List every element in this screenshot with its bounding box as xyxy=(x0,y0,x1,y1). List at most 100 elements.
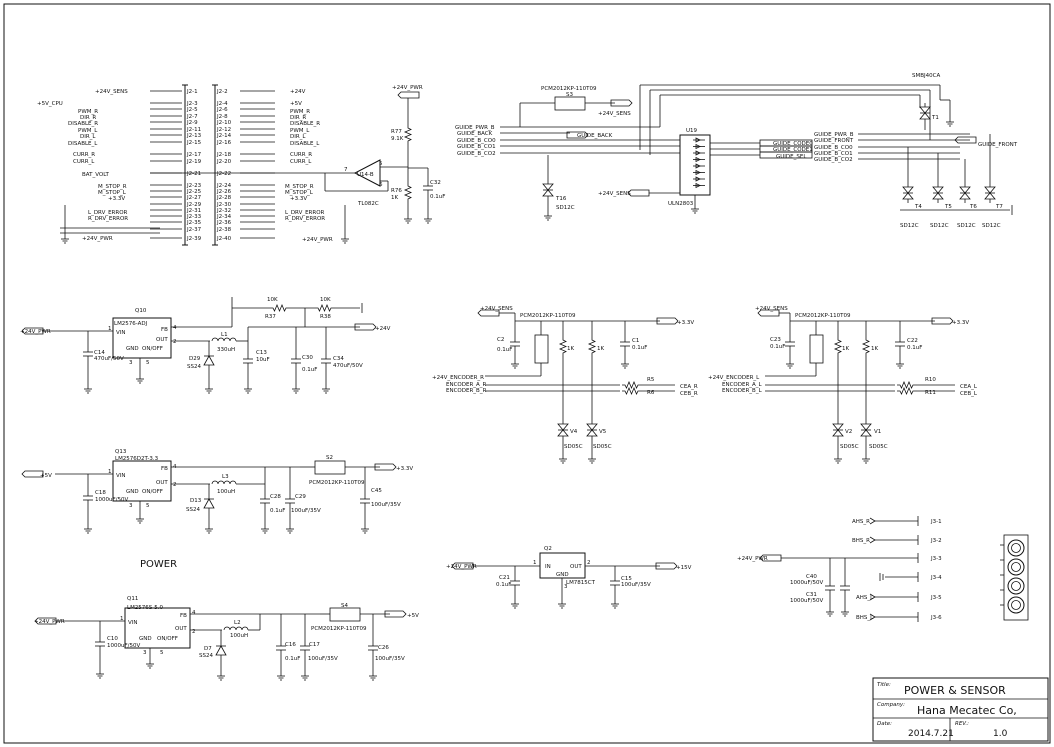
net-label: DIR_L xyxy=(80,134,96,140)
connector-pin-left: J2-31 xyxy=(186,208,201,214)
cap-value: 100uF/35V xyxy=(375,656,405,662)
tvs-part: SD12C xyxy=(957,223,976,229)
net-label: GUIDE_FRONT xyxy=(814,138,854,144)
net-label: ENCODER_A_R xyxy=(446,382,487,388)
pin-number: 2 xyxy=(173,482,177,488)
net-label: GUIDE_B_CO1 xyxy=(814,151,853,157)
net-label: M_STOP_R xyxy=(98,184,127,190)
cap-ref: C13 xyxy=(256,350,267,356)
cap-value: 0.1uF xyxy=(907,345,922,351)
tvs-part: SD05C xyxy=(593,444,612,450)
net-label: +24V_ENCODER_R xyxy=(432,375,484,381)
pin-label: OUT xyxy=(570,564,582,570)
net-label: GUIDE_PWR_B xyxy=(455,125,495,131)
regulator-24v: +24V_PWR Q10 LM2576-ADJ VIN FB OUT GND O… xyxy=(20,297,391,394)
net-label: M_STOP_L xyxy=(285,190,314,196)
net-label: +24V_SENS xyxy=(598,191,631,197)
resistor-value: 10K xyxy=(320,297,331,303)
tvs-ref: T7 xyxy=(995,204,1003,210)
connector-pin-right: J2-36 xyxy=(216,220,232,226)
cap-ref: C17 xyxy=(309,642,320,648)
resistor-value: 10K xyxy=(267,297,278,303)
connector-pin-right: J2-26 xyxy=(216,189,232,195)
pin-number: 1 xyxy=(108,469,112,475)
cap-value: 0.1uF xyxy=(497,347,512,353)
pin-label: GND xyxy=(126,346,139,352)
net-label: +24V_ENCODER_L xyxy=(708,375,760,381)
net-label: +24V_SENS xyxy=(95,89,128,95)
net-label: +24V_PWR xyxy=(302,237,333,243)
net-label: CURR_L xyxy=(73,159,95,165)
net-label: +24V_PWR xyxy=(737,556,768,562)
opamp-part: TL082C xyxy=(357,201,379,207)
net-label: ENCODER_B_R xyxy=(446,388,487,394)
resistor-value: 1K xyxy=(567,346,574,352)
pin-number: 2 xyxy=(192,629,196,635)
tvs-part: SD12C xyxy=(982,223,1001,229)
net-label: CEB_L xyxy=(960,391,978,397)
net-label: CURR_R xyxy=(73,152,95,158)
pin-number: 1 xyxy=(120,616,124,622)
uln-buffer xyxy=(695,182,701,189)
guide-sensor-circuit: S3 PCM2012KP-110T09 +24V_SENS GUIDE_PWR_… xyxy=(455,73,1018,229)
pin-label: VIN xyxy=(128,620,138,626)
connector-pin-right: J2-30 xyxy=(216,202,232,208)
net-label: CEA_R xyxy=(680,384,698,390)
tvs-ref: V1 xyxy=(874,429,881,435)
net-label: +24V xyxy=(375,326,391,332)
pin-number: 4 xyxy=(173,325,177,331)
connector-pin-right: J2-12 xyxy=(216,127,231,133)
regulator-ic xyxy=(539,552,586,579)
connector-pin-left: J2-23 xyxy=(186,183,202,189)
cap-ref: C1 xyxy=(632,338,639,344)
cap-value: 10uF xyxy=(256,357,270,363)
resistor-value: 1K xyxy=(597,346,604,352)
cap-value: 0.1uF xyxy=(632,345,647,351)
net-label: GUIDE_SEL xyxy=(776,154,807,160)
tvs-ref: T5 xyxy=(944,204,952,210)
inductor-ref: L1 xyxy=(221,332,228,338)
diode-part: SS24 xyxy=(199,653,213,659)
guide-input-labels: GUIDE_PWR_B GUIDE_BACK GUIDE_B_CO0 GUIDE… xyxy=(455,125,496,157)
pin-label: OUT xyxy=(156,480,168,486)
encoder-left-circuit: +24V_SENS +3.3V PCM2012KP-110T09 C23 0.1… xyxy=(708,306,978,464)
ferrite-part: PCM2012KP-110T09 xyxy=(311,626,367,632)
title-caption: Title: xyxy=(877,682,891,688)
net-label: AHS_R xyxy=(852,519,870,525)
net-label: GUIDE_CODE0 xyxy=(773,141,813,147)
net-label: +24V_PWR xyxy=(34,619,65,625)
net-label: L_DRV_ERROR xyxy=(88,210,128,216)
tvs-part: SD05C xyxy=(869,444,888,450)
connector-pin-left: J2-25 xyxy=(186,189,202,195)
pin-label: GND xyxy=(556,572,569,578)
connector-pin-right: J2-6 xyxy=(216,107,228,113)
tvs-ref: T6 xyxy=(969,204,977,210)
cap-value: 1000uF/50V xyxy=(790,598,823,604)
j3-connector-body xyxy=(1003,534,1029,621)
pin-label: FB xyxy=(161,327,168,333)
connector-pin-right: J2-40 xyxy=(216,236,232,242)
connector-pin-right: J2-38 xyxy=(216,227,232,233)
net-label: DISABLE_L xyxy=(68,141,98,147)
net-label: +15V xyxy=(676,565,692,571)
net-label: +24V_SENS xyxy=(480,306,513,312)
net-label: M_STOP_R xyxy=(285,184,314,190)
pin-number: 5 xyxy=(160,650,164,656)
resistor-value: 1K xyxy=(842,346,849,352)
connector-pin-right: J2-24 xyxy=(216,183,232,189)
inductor-value: 330uH xyxy=(217,347,235,353)
connector-pin-right: J2-28 xyxy=(216,195,232,201)
connector-pin-right: J2-2 xyxy=(216,89,228,95)
cap-ref: C18 xyxy=(95,490,106,496)
pin-number: 3 xyxy=(129,360,133,366)
connector-pin-right: J2-20 xyxy=(216,159,232,165)
drawing-title: POWER & SENSOR xyxy=(904,684,1006,697)
pin-label: J3-3 xyxy=(930,556,942,562)
pin-number: 1 xyxy=(108,326,112,332)
net-label: DIR_L xyxy=(290,134,306,140)
ferrite-ref: S3 xyxy=(566,92,573,98)
tvs-part: SD12C xyxy=(900,223,919,229)
regulator-3v3: +5V Q13 LM2576D2T-3.3 VIN FB OUT GND ON/… xyxy=(21,449,413,534)
net-label: +24V_PWR xyxy=(20,329,51,335)
cap-value: 0.1uF xyxy=(770,344,785,350)
